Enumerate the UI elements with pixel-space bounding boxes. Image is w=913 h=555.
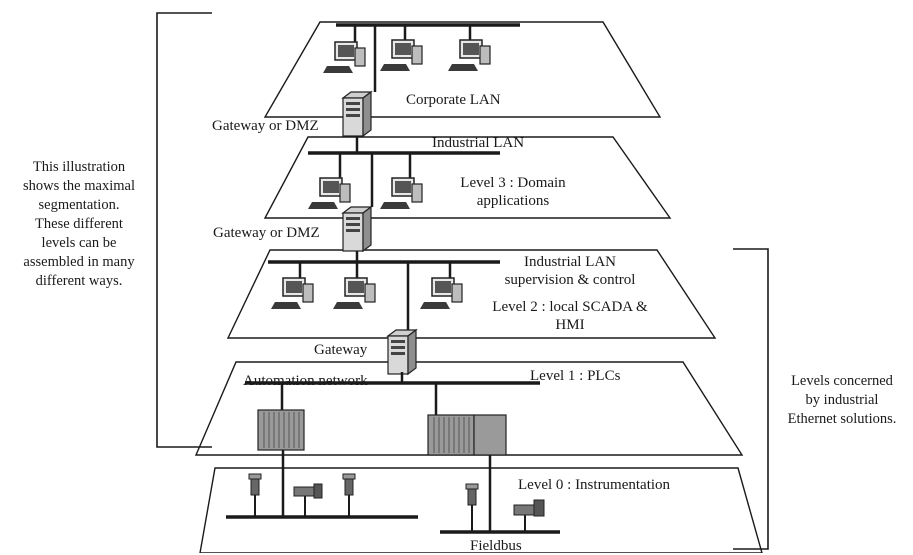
left-note: This illustration shows the maximal segm… bbox=[8, 158, 150, 291]
plc-2 bbox=[427, 414, 475, 456]
left-bracket bbox=[156, 12, 212, 448]
corporate-lan-plane bbox=[263, 21, 662, 118]
level2-network-label: Industrial LAN supervision & control bbox=[480, 253, 660, 289]
transmitter-icon-1 bbox=[293, 483, 323, 499]
gateway-server-2 bbox=[342, 206, 372, 252]
level3-title-line: Level 3 : Domain bbox=[460, 175, 566, 191]
transmitter-icon-2 bbox=[513, 499, 545, 517]
level2-pc-3 bbox=[419, 277, 463, 310]
level2-pc-1 bbox=[270, 277, 314, 310]
right-note-line: Levels concerned bbox=[791, 373, 893, 389]
level3-network-label: Industrial LAN bbox=[432, 135, 525, 151]
level3-plane bbox=[263, 136, 672, 219]
sensor-icon-3 bbox=[465, 483, 479, 506]
gateway-server-1 bbox=[342, 91, 372, 137]
gateway-label-1: Gateway or DMZ bbox=[212, 118, 319, 134]
left-note-line: segmentation. bbox=[38, 197, 120, 213]
corporate-pc-1 bbox=[322, 41, 366, 74]
left-note-line: different ways. bbox=[35, 273, 123, 289]
corporate-pc-3 bbox=[447, 39, 491, 72]
corporate-pc-2 bbox=[379, 39, 423, 72]
level3-pc-2 bbox=[379, 177, 423, 210]
sensor-icon-2 bbox=[342, 473, 356, 496]
right-note-line: by industrial bbox=[805, 392, 879, 408]
level2-pc-2 bbox=[332, 277, 376, 310]
level0-title: Level 0 : Instrumentation bbox=[518, 477, 671, 493]
level2-title-line: HMI bbox=[555, 317, 585, 333]
gateway-label-3: Gateway bbox=[314, 342, 368, 358]
gateway-label-2: Gateway or DMZ bbox=[213, 225, 320, 241]
left-note-line: shows the maximal bbox=[23, 178, 135, 194]
sensor-icon-1 bbox=[248, 473, 262, 496]
right-note: Levels concerned by industrial Ethernet … bbox=[773, 372, 911, 429]
fieldbus-label: Fieldbus bbox=[470, 538, 522, 554]
level2-network-line: Industrial LAN bbox=[523, 254, 617, 270]
level2-plane bbox=[226, 249, 717, 339]
level2-title-line: Level 2 : local SCADA & bbox=[492, 299, 648, 315]
left-note-line: This illustration bbox=[32, 159, 126, 175]
level3-title: Level 3 : Domain applications bbox=[438, 174, 588, 210]
level2-network-line: supervision & control bbox=[504, 272, 636, 288]
level2-title: Level 2 : local SCADA & HMI bbox=[470, 298, 670, 334]
level3-pc-1 bbox=[307, 177, 351, 210]
left-note-line: levels can be bbox=[41, 235, 117, 251]
level1-title: Level 1 : PLCs bbox=[530, 368, 621, 384]
gateway-server-3 bbox=[387, 329, 417, 375]
plc-1 bbox=[257, 409, 305, 451]
level1-plane bbox=[194, 361, 744, 456]
left-note-line: These different bbox=[35, 216, 123, 232]
corporate-lan-label: Corporate LAN bbox=[406, 92, 501, 108]
right-note-line: Ethernet solutions. bbox=[787, 411, 897, 427]
left-note-line: assembled in many bbox=[23, 254, 135, 270]
level0-plane bbox=[199, 467, 763, 553]
level3-title-line: applications bbox=[476, 193, 550, 209]
automation-network-label: Automation network bbox=[243, 373, 368, 389]
plc-2-ext bbox=[473, 414, 507, 456]
right-bracket bbox=[733, 248, 769, 550]
